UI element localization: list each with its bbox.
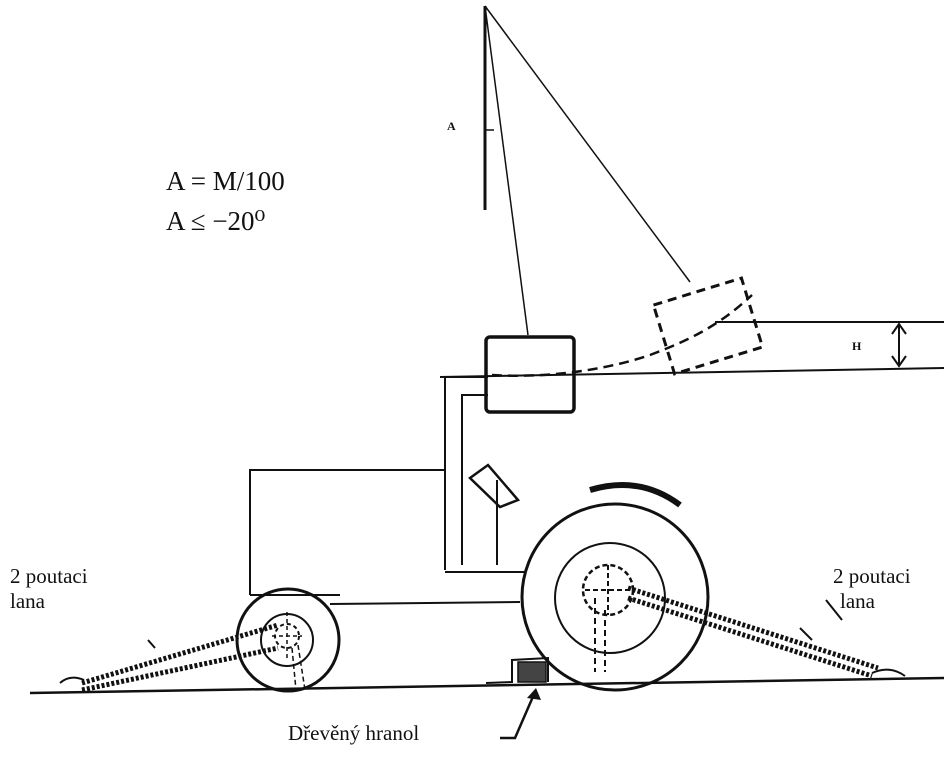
angle-label: A — [447, 119, 456, 133]
ropes-label-left-line2: lana — [10, 589, 46, 613]
rope-left — [59, 622, 279, 693]
ropes-label-left-line1: 2 poutaci — [10, 564, 88, 588]
wood-block-pointer — [500, 691, 537, 740]
ground-line — [29, 676, 944, 695]
wood-block-pointer-arrow — [527, 688, 541, 700]
tractor-body — [249, 376, 682, 605]
front-wheel — [235, 587, 341, 693]
ropes-label-right-line2: lana — [840, 589, 876, 613]
impact-block-swung — [651, 276, 765, 376]
formula-line-1: A = M/100 — [166, 166, 285, 196]
rear-wheel — [520, 502, 710, 692]
ropes-label-right-line1: 2 poutaci — [833, 564, 911, 588]
rope-pointer-right — [825, 599, 843, 621]
height-dimension — [439, 321, 944, 378]
swing-arc — [491, 294, 753, 377]
wood-block — [485, 656, 549, 684]
wood-block-label: Dřevěný hranol — [288, 721, 419, 745]
rope-right — [627, 585, 906, 679]
height-label: H — [852, 339, 862, 353]
pendulum-geometry — [483, 5, 691, 336]
formula-line-2: A ≤ −20⁰ — [166, 206, 266, 236]
